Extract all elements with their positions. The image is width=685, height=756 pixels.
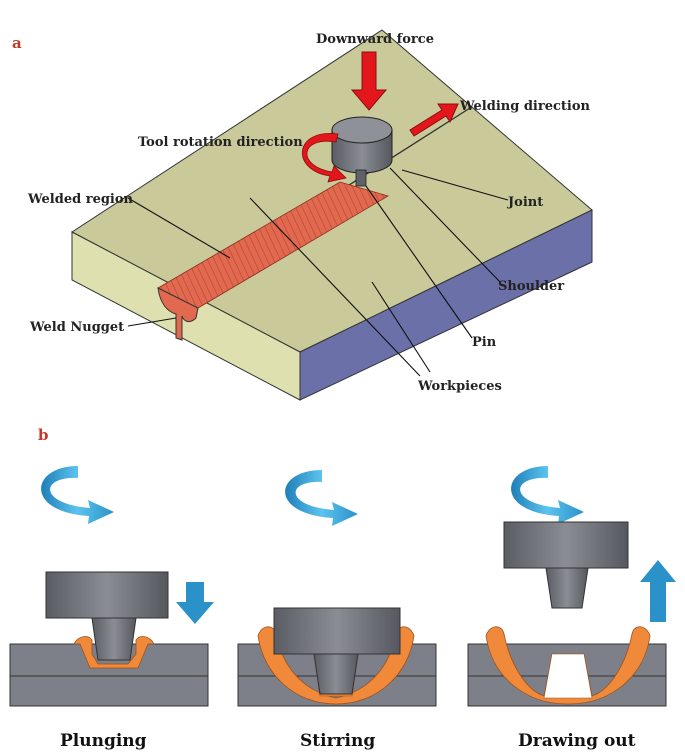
label-joint: Joint xyxy=(507,195,543,210)
tool-shoulder xyxy=(273,607,401,655)
arrow-down-icon xyxy=(350,51,388,111)
rotation-arrow-icon xyxy=(285,470,358,526)
label-welding-direction: Welding direction xyxy=(459,99,591,114)
label-shoulder: Shoulder xyxy=(498,279,564,294)
label-workpieces: Workpieces xyxy=(417,379,502,394)
tool-shoulder xyxy=(45,571,169,619)
label-weld-nugget: Weld Nugget xyxy=(29,320,124,335)
leader-workpieces-2 xyxy=(371,281,431,373)
arrow-up-icon xyxy=(640,560,676,622)
stage-stirring: Stirring xyxy=(237,470,437,751)
leader-pin xyxy=(365,185,473,339)
stage-label-drawing-out: Drawing out xyxy=(518,731,636,751)
stage-plunging: Plunging xyxy=(9,466,214,751)
panel-b: b Plunging Stirring xyxy=(9,426,676,751)
label-pin: Pin xyxy=(472,335,497,350)
tool-shoulder-top xyxy=(331,116,393,144)
keyhole xyxy=(543,653,593,699)
stage-label-stirring: Stirring xyxy=(300,731,375,751)
leader-welded-region xyxy=(127,197,231,259)
panel-b-letter: b xyxy=(38,426,49,444)
tool-shoulder xyxy=(503,521,629,569)
leader-workpieces-1 xyxy=(249,197,421,377)
leader-joint xyxy=(401,169,509,201)
base-plate-lower xyxy=(9,675,209,707)
leader-shoulder xyxy=(389,167,501,283)
label-downward-force: Downward force xyxy=(316,32,434,47)
tool-pin xyxy=(545,567,589,609)
weld-nugget xyxy=(157,287,199,341)
panel-a-letter: a xyxy=(12,34,22,52)
arrow-down-icon xyxy=(176,582,214,624)
rotation-arrow-icon xyxy=(41,466,114,524)
tool-pin xyxy=(355,169,367,187)
welded-region xyxy=(157,181,389,341)
label-welded-region: Welded region xyxy=(27,192,134,207)
fsw-tool xyxy=(331,116,393,187)
label-tool-rotation: Tool rotation direction xyxy=(138,135,303,150)
stage-drawing-out: Drawing out xyxy=(467,466,676,751)
stage-label-plunging: Plunging xyxy=(60,731,147,751)
plate-side-face xyxy=(299,209,593,401)
arrow-right-icon xyxy=(409,103,459,137)
rotation-arrow-icon xyxy=(302,133,347,183)
rotation-arrow-icon xyxy=(511,466,584,524)
panel-a: a xyxy=(12,29,593,401)
stirred-material xyxy=(73,636,155,669)
tool-pin xyxy=(313,653,359,695)
leader-weld-nugget xyxy=(127,317,177,327)
tool-pin xyxy=(91,617,137,661)
